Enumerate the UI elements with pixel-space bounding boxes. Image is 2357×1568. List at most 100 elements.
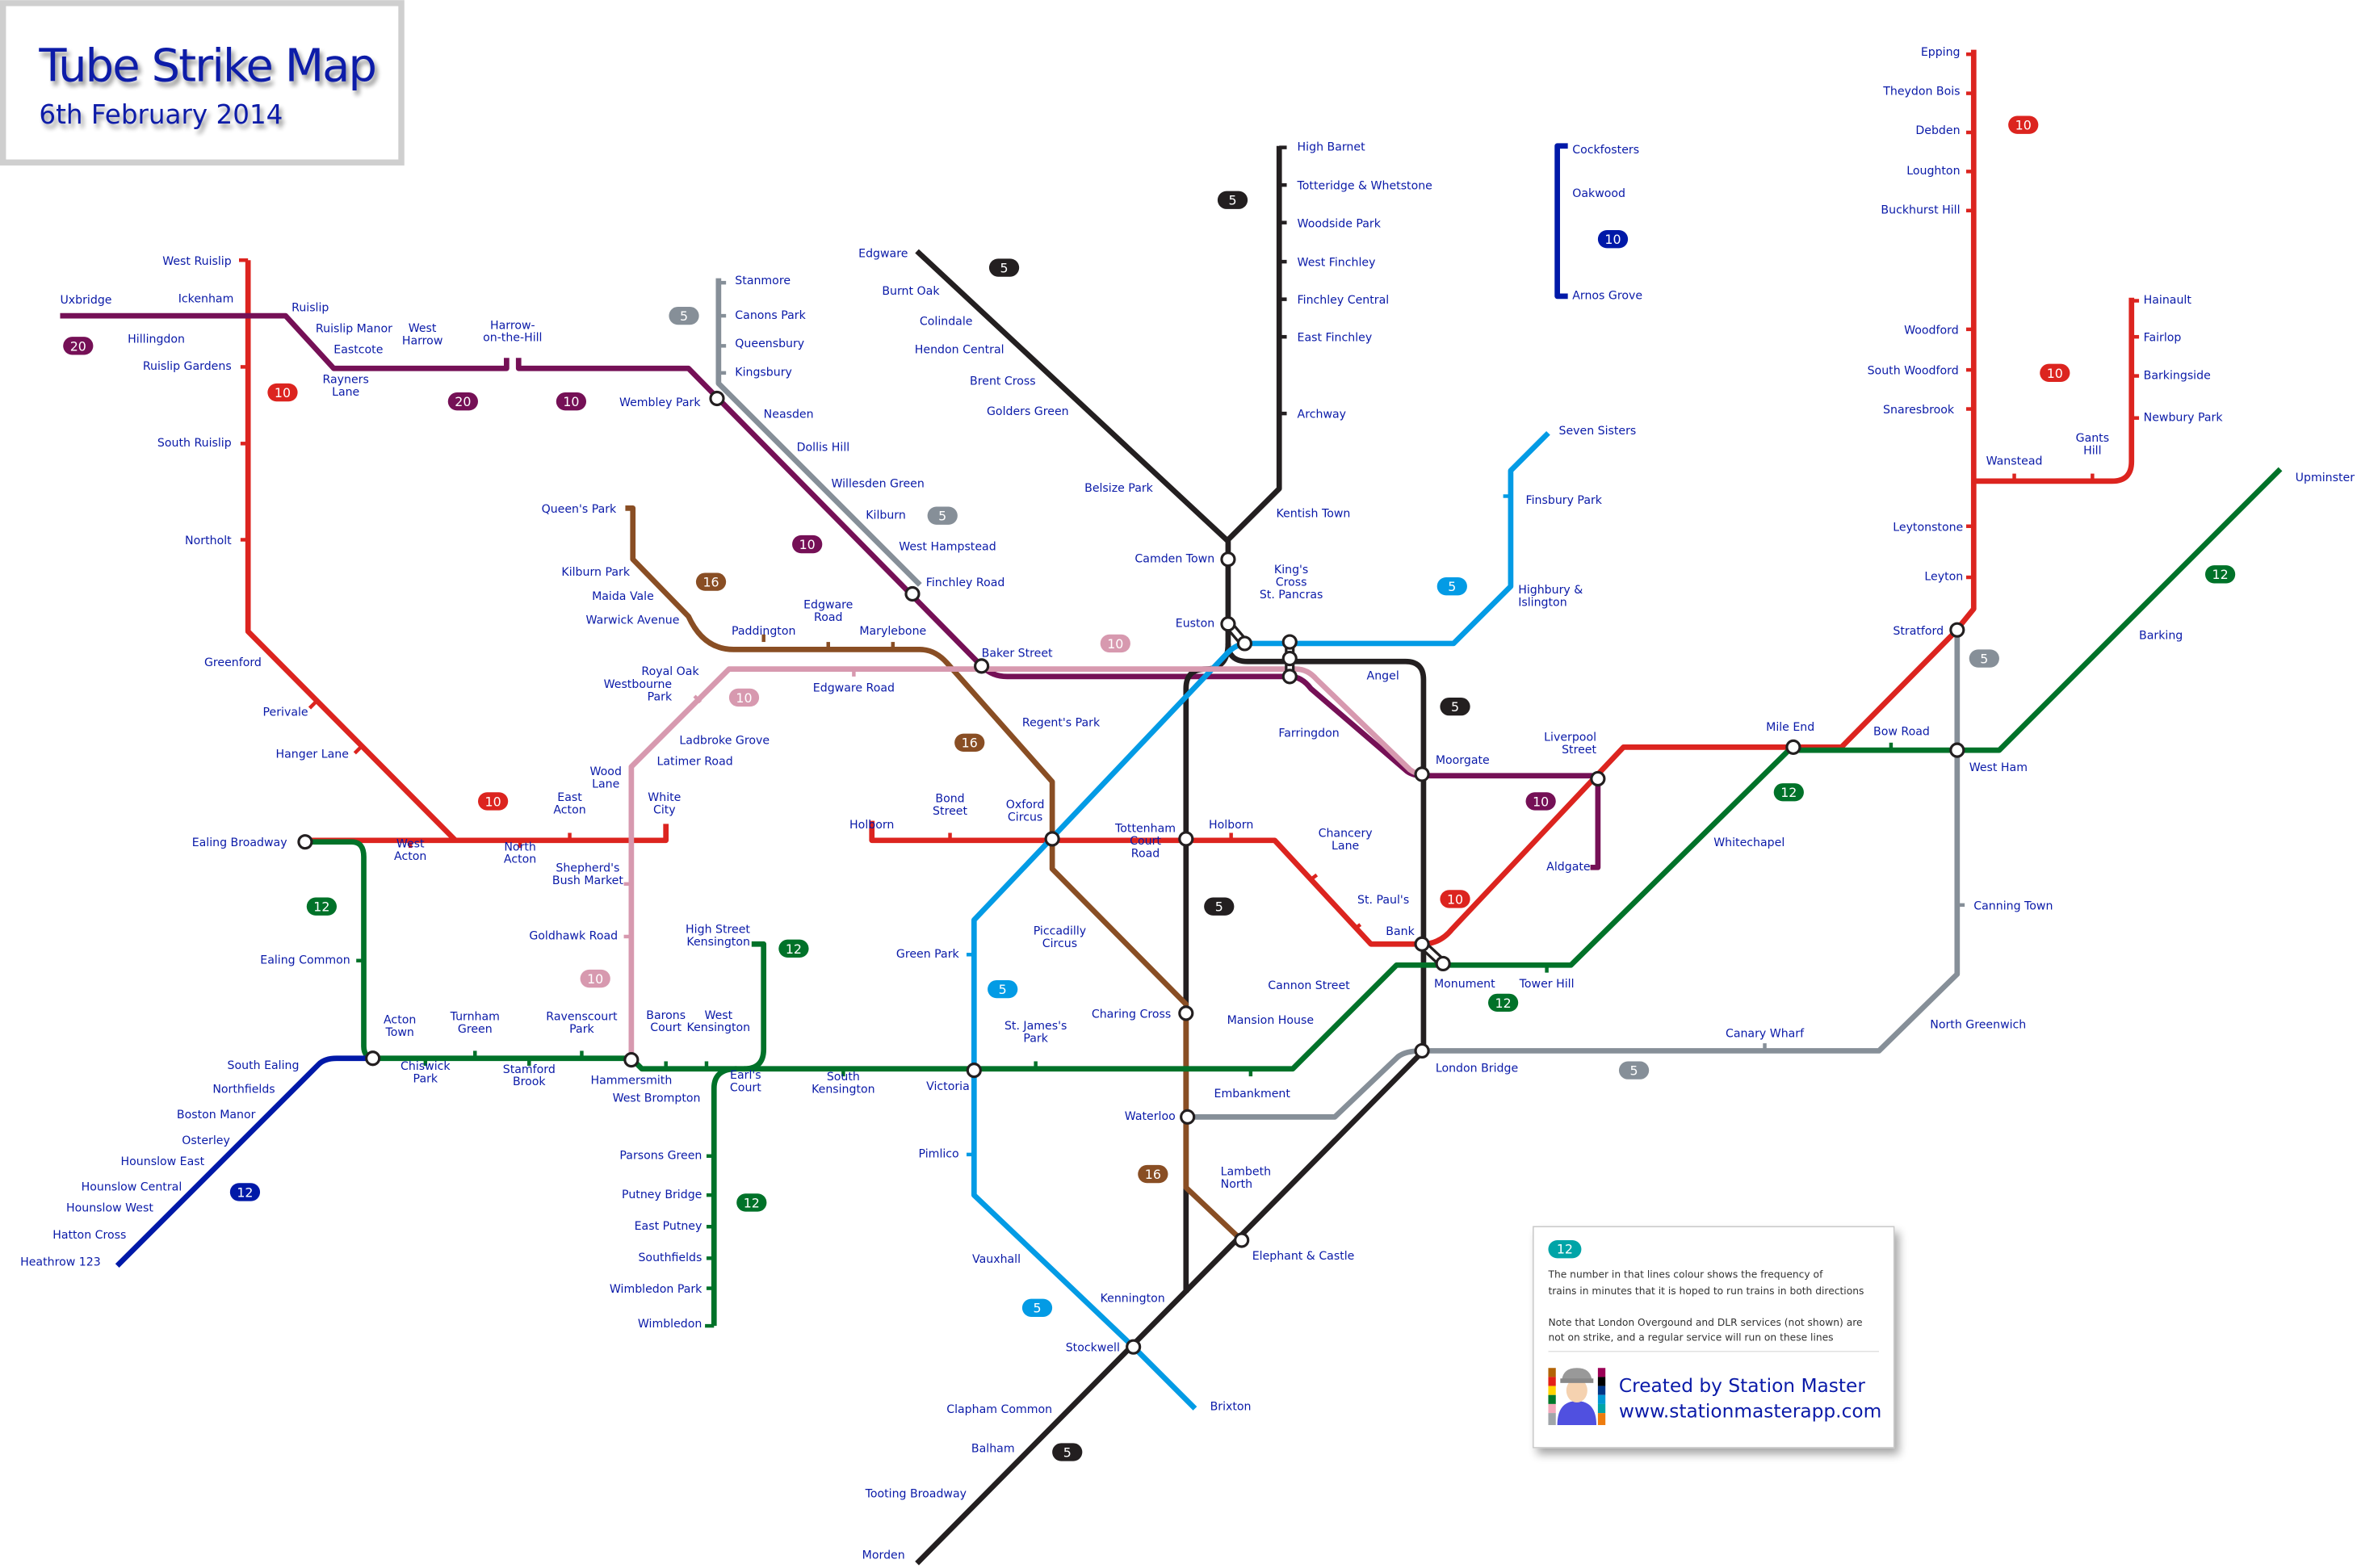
station-label-mansion-house[interactable]: Mansion House bbox=[1227, 1014, 1314, 1027]
station-label-victoria[interactable]: Victoria bbox=[926, 1080, 970, 1093]
station-label-perivale[interactable]: Perivale bbox=[263, 706, 308, 719]
station-label-leyton[interactable]: Leyton bbox=[1924, 571, 1963, 584]
station-label-hillingdon[interactable]: Hillingdon bbox=[128, 333, 185, 346]
station-label-wimbledon[interactable]: Wimbledon bbox=[638, 1318, 702, 1331]
station-label-monument[interactable]: Monument bbox=[1434, 978, 1495, 991]
station-label-loughton[interactable]: Loughton bbox=[1906, 165, 1960, 178]
station-label-maida-vale[interactable]: Maida Vale bbox=[592, 590, 654, 603]
interchange-station-icon[interactable] bbox=[1126, 1339, 1142, 1355]
station-label-wanstead[interactable]: Wanstead bbox=[1986, 455, 2043, 467]
station-label-south-ruislip[interactable]: South Ruislip bbox=[157, 437, 232, 450]
station-label-west-brompton[interactable]: West Brompton bbox=[613, 1092, 701, 1105]
station-label-baker-street[interactable]: Baker Street bbox=[982, 648, 1053, 660]
interchange-station-icon[interactable] bbox=[1178, 831, 1194, 847]
interchange-station-icon[interactable] bbox=[623, 1052, 640, 1068]
interchange-station-icon[interactable] bbox=[297, 834, 313, 850]
station-label-golders-green[interactable]: Golders Green bbox=[987, 405, 1069, 418]
station-label-stratford[interactable]: Stratford bbox=[1893, 625, 1944, 638]
station-label-totteridge[interactable]: Totteridge & Whetstone bbox=[1297, 180, 1432, 193]
interchange-station-icon[interactable] bbox=[709, 390, 725, 407]
station-label-ruislip-gardens[interactable]: Ruislip Gardens bbox=[143, 360, 232, 373]
station-label-waterloo[interactable]: Waterloo bbox=[1125, 1110, 1176, 1123]
station-label-mile-end[interactable]: Mile End bbox=[1766, 721, 1814, 734]
station-label-elephant[interactable]: Elephant & Castle bbox=[1252, 1250, 1355, 1263]
station-label-heathrow[interactable]: Heathrow 123 bbox=[20, 1256, 101, 1269]
station-label-bow-road[interactable]: Bow Road bbox=[1873, 725, 1930, 738]
station-label-holborn-w[interactable]: Holborn bbox=[849, 819, 894, 832]
station-label-london-bridge[interactable]: London Bridge bbox=[1436, 1062, 1518, 1075]
station-label-hainault[interactable]: Hainault bbox=[2144, 294, 2192, 307]
station-label-west-finchley[interactable]: West Finchley bbox=[1298, 257, 1376, 270]
station-label-northolt[interactable]: Northolt bbox=[185, 535, 232, 547]
station-label-tooting[interactable]: Tooting Broadway bbox=[865, 1487, 967, 1500]
station-label-vauxhall[interactable]: Vauxhall bbox=[972, 1253, 1021, 1266]
interchange-station-icon[interactable] bbox=[1236, 635, 1252, 652]
station-label-hounslow-west[interactable]: Hounslow West bbox=[66, 1202, 153, 1215]
station-label-queensbury[interactable]: Queensbury bbox=[735, 337, 804, 350]
station-label-west-ham[interactable]: West Ham bbox=[1969, 761, 2028, 774]
station-label-warwick-avenue[interactable]: Warwick Avenue bbox=[586, 614, 680, 627]
station-label-canary-wharf[interactable]: Canary Wharf bbox=[1726, 1028, 1805, 1041]
interchange-station-icon[interactable] bbox=[1949, 742, 1965, 758]
station-label-ladbroke-grove[interactable]: Ladbroke Grove bbox=[679, 735, 770, 748]
station-label-greenford[interactable]: Greenford bbox=[204, 656, 262, 669]
station-label-farringdon[interactable]: Farringdon bbox=[1278, 727, 1339, 740]
station-label-north-greenwich[interactable]: North Greenwich bbox=[1930, 1019, 2026, 1032]
station-label-royal-oak[interactable]: Royal Oak bbox=[641, 665, 699, 678]
interchange-station-icon[interactable] bbox=[1785, 739, 1801, 755]
station-label-west-ruislip[interactable]: West Ruislip bbox=[162, 255, 231, 268]
station-label-ickenham[interactable]: Ickenham bbox=[178, 292, 234, 305]
station-label-newbury-park[interactable]: Newbury Park bbox=[2144, 411, 2224, 424]
station-label-ealing-broadway[interactable]: Ealing Broadway bbox=[192, 836, 287, 849]
station-label-woodford[interactable]: Woodford bbox=[1904, 324, 1959, 337]
station-label-osterley[interactable]: Osterley bbox=[182, 1134, 229, 1147]
station-label-fairlop[interactable]: Fairlop bbox=[2144, 332, 2182, 345]
station-label-aldgate[interactable]: Aldgate bbox=[1546, 861, 1590, 874]
station-label-cockfosters[interactable]: Cockfosters bbox=[1572, 144, 1639, 157]
station-label-barking[interactable]: Barking bbox=[2139, 629, 2183, 642]
interchange-station-icon[interactable] bbox=[1178, 1005, 1194, 1021]
station-label-marylebone[interactable]: Marylebone bbox=[859, 625, 926, 638]
interchange-station-icon[interactable] bbox=[1220, 616, 1236, 632]
station-label-latimer-road[interactable]: Latimer Road bbox=[657, 756, 733, 769]
station-label-morden[interactable]: Morden bbox=[862, 1549, 905, 1562]
station-label-south-woodford[interactable]: South Woodford bbox=[1868, 365, 1959, 378]
station-label-colindale[interactable]: Colindale bbox=[920, 315, 973, 328]
station-label-snaresbrook[interactable]: Snaresbrook bbox=[1883, 404, 1955, 417]
station-label-burnt-oak[interactable]: Burnt Oak bbox=[882, 285, 940, 298]
station-label-bank[interactable]: Bank bbox=[1386, 925, 1415, 938]
station-label-southfields[interactable]: Southfields bbox=[638, 1251, 702, 1264]
interchange-station-icon[interactable] bbox=[1044, 831, 1060, 847]
station-label-queens-park[interactable]: Queen's Park bbox=[542, 503, 617, 516]
station-label-willesden-green[interactable]: Willesden Green bbox=[831, 477, 924, 490]
station-label-edgware-road-h-c[interactable]: Edgware Road bbox=[813, 682, 895, 695]
station-label-kentish-town[interactable]: Kentish Town bbox=[1277, 508, 1351, 521]
station-label-oakwood[interactable]: Oakwood bbox=[1572, 187, 1625, 200]
station-label-hounslow-central[interactable]: Hounslow Central bbox=[82, 1181, 182, 1194]
station-label-upminster[interactable]: Upminster bbox=[2296, 472, 2355, 484]
station-label-high-barnet[interactable]: High Barnet bbox=[1298, 140, 1366, 153]
interchange-station-icon[interactable] bbox=[1220, 551, 1236, 568]
station-label-camden-town[interactable]: Camden Town bbox=[1134, 552, 1214, 565]
station-label-hendon-central[interactable]: Hendon Central bbox=[915, 344, 1004, 357]
station-label-dollis-hill[interactable]: Dollis Hill bbox=[797, 442, 850, 455]
station-label-edgware[interactable]: Edgware bbox=[858, 248, 908, 261]
station-label-canning-town[interactable]: Canning Town bbox=[1973, 899, 2053, 912]
station-label-kingsbury[interactable]: Kingsbury bbox=[735, 367, 792, 379]
station-label-green-park[interactable]: Green Park bbox=[896, 948, 960, 961]
station-label-barkingside[interactable]: Barkingside bbox=[2144, 369, 2211, 382]
